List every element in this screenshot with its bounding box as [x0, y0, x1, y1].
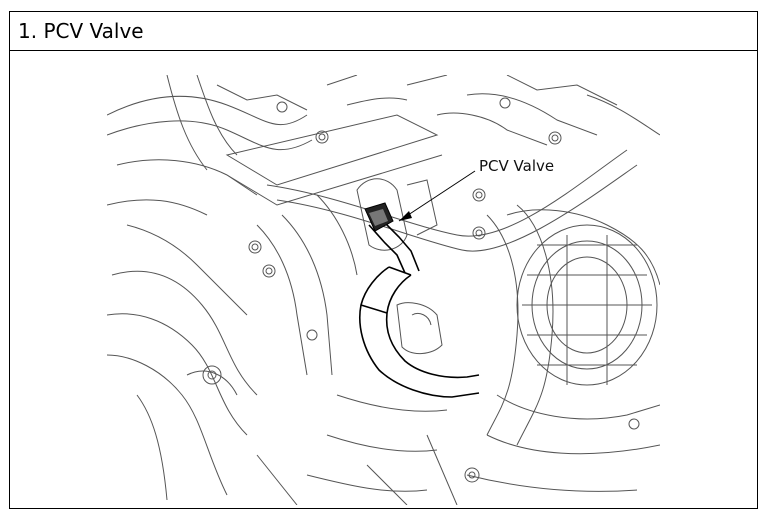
callout-label: PCV Valve [479, 157, 554, 175]
engine-background-lines [107, 75, 660, 505]
section-title: 1. PCV Valve [18, 19, 144, 43]
engine-drawing: PCV Valve [107, 75, 660, 505]
pcv-hose [359, 218, 480, 398]
pcv-valve-callout: PCV Valve [398, 157, 554, 222]
section-header: 1. PCV Valve [10, 12, 757, 51]
figure-frame: 1. PCV Valve [9, 11, 758, 509]
pcv-valve [364, 202, 394, 232]
engine-illustration: PCV Valve [107, 75, 660, 505]
callout-leader-line [398, 170, 476, 222]
callout-arrowhead [399, 211, 412, 221]
